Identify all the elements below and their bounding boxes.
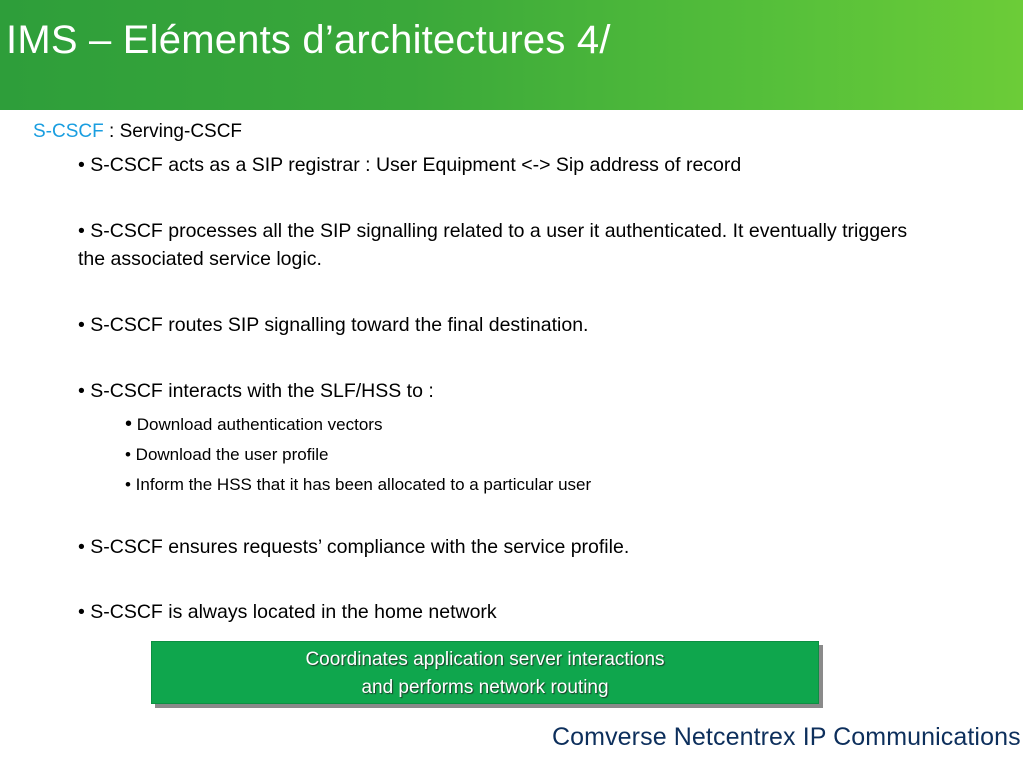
title-banner: IMS – Eléments d’architectures 4/ bbox=[0, 0, 1023, 110]
bullet-slf-hss: • S-CSCF interacts with the SLF/HSS to : bbox=[78, 380, 434, 402]
summary-callout: Coordinates application server interacti… bbox=[151, 641, 819, 704]
sub-bullet-auth-vectors: • Download authentication vectors bbox=[125, 413, 382, 436]
bullet-home-network: • S-CSCF is always located in the home n… bbox=[78, 601, 497, 623]
callout-line-2: and performs network routing bbox=[361, 677, 609, 698]
bullet-signalling: • S-CSCF processes all the SIP signallin… bbox=[78, 220, 908, 270]
section-term-description: : Serving-CSCF bbox=[103, 121, 243, 142]
bullet-compliance: • S-CSCF ensures requests’ compliance wi… bbox=[78, 536, 630, 558]
sub-bullet-auth-vectors-text: Download authentication vectors bbox=[136, 415, 383, 434]
slide-title: IMS – Eléments d’architectures 4/ bbox=[6, 18, 611, 62]
section-term: S-CSCF bbox=[33, 121, 104, 142]
footer-brand: Comverse Netcentrex IP Communications bbox=[552, 723, 1021, 751]
bullet-registrar: • S-CSCF acts as a SIP registrar : User … bbox=[78, 154, 742, 176]
sub-bullet-marker: • bbox=[125, 413, 133, 435]
sub-bullet-user-profile: • Download the user profile bbox=[125, 445, 329, 464]
bullet-routing: • S-CSCF routes SIP signalling toward th… bbox=[78, 314, 589, 336]
section-heading: S-CSCF : Serving-CSCF bbox=[33, 121, 242, 143]
callout-line-1: Coordinates application server interacti… bbox=[305, 649, 665, 670]
sub-bullet-inform-hss: • Inform the HSS that it has been alloca… bbox=[125, 475, 592, 494]
